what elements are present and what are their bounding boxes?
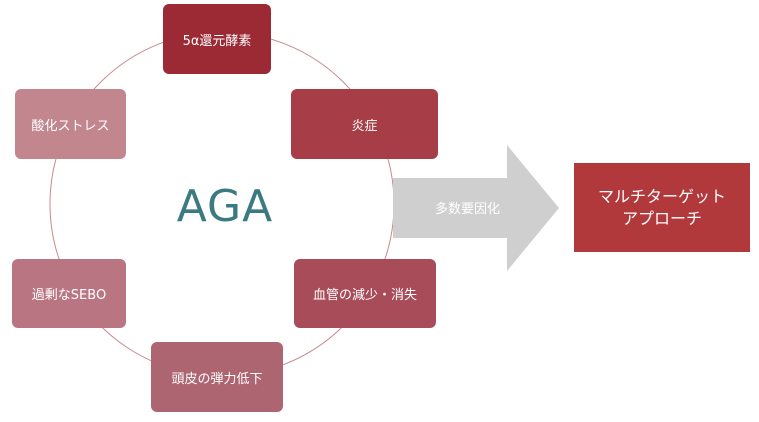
factor-label: 血管の減少・消失 [312, 288, 417, 303]
factor-vascular-loss: 血管の減少・消失 [294, 259, 436, 328]
result-line-1: マルチターゲット [597, 186, 726, 206]
factor-label: 過剰なSEBO [31, 288, 107, 303]
factor-oxidative-stress: 酸化ストレス [15, 89, 126, 159]
factor-label: 5α還元酵素 [182, 33, 252, 49]
multifactor-arrow [393, 145, 559, 271]
arrow-shape [393, 145, 559, 271]
factor-label: 酸化ストレス [31, 118, 110, 134]
factor-5a-reductase: 5α還元酵素 [163, 4, 271, 74]
result-line-2: アプローチ [621, 208, 702, 228]
multi-target-approach: マルチターゲット アプローチ [574, 163, 750, 252]
factor-excess-sebo: 過剰なSEBO [12, 259, 126, 328]
factor-inflammation: 炎症 [291, 89, 438, 159]
factor-scalp-elasticity: 頭皮の弾力低下 [151, 342, 283, 412]
factor-label: 頭皮の弾力低下 [171, 371, 263, 387]
factor-label: 炎症 [351, 118, 378, 134]
arrow-label: 多数要因化 [434, 202, 500, 217]
center-title: AGA [176, 181, 274, 232]
